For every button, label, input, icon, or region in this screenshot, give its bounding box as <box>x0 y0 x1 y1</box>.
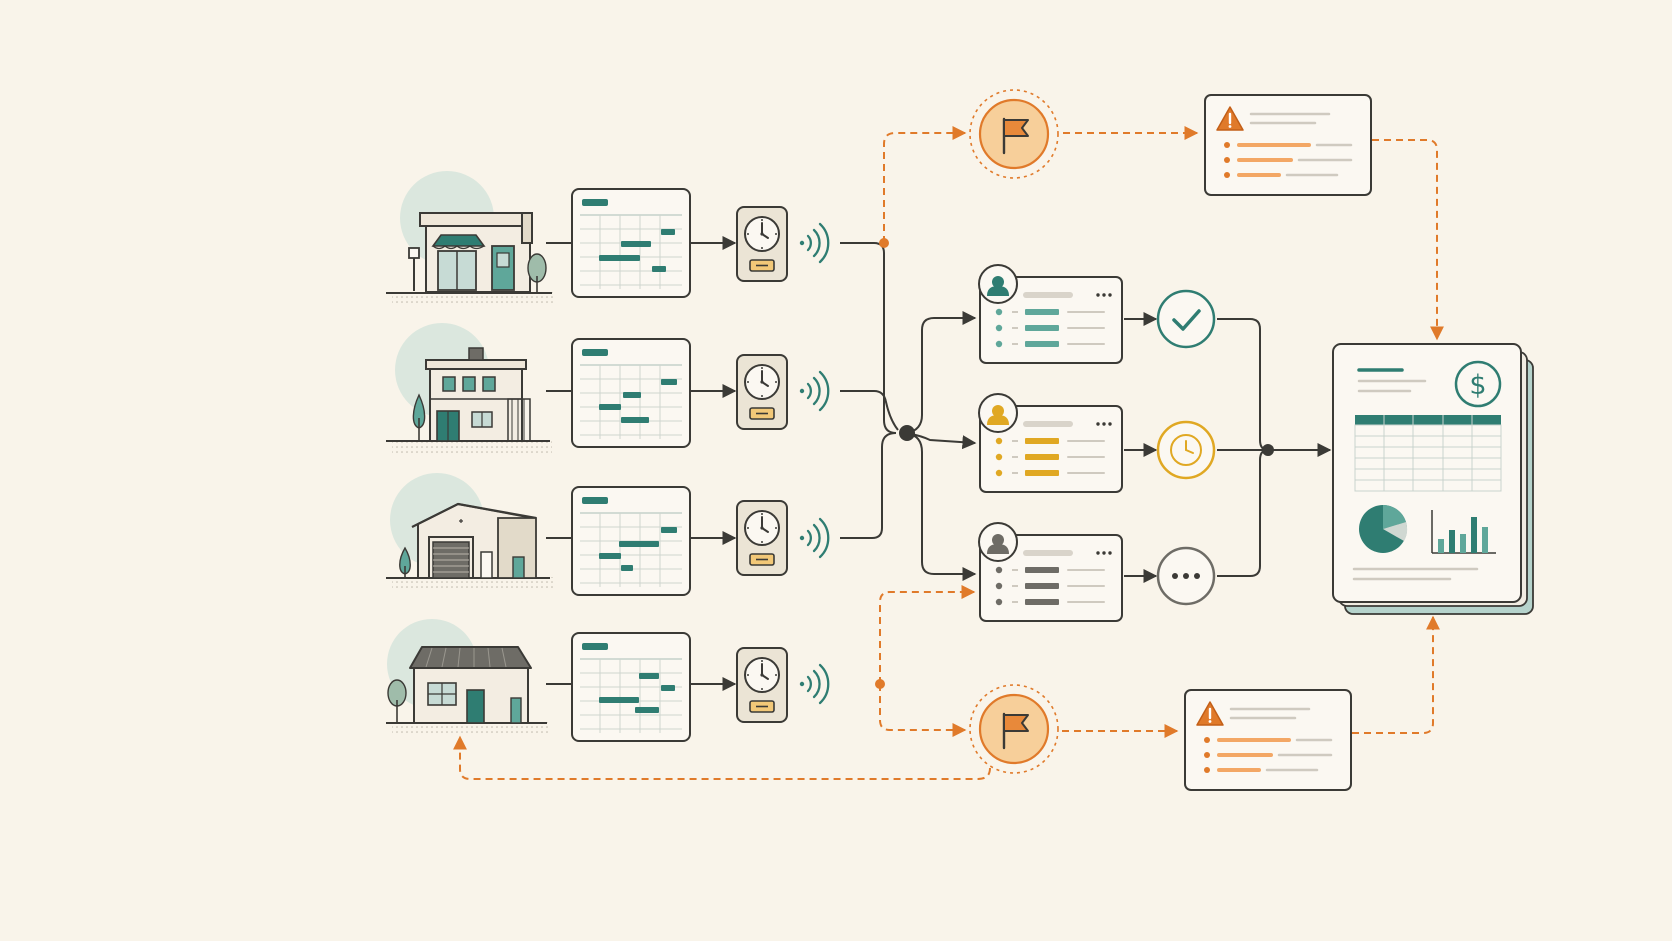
checkmark-icon <box>1156 289 1216 349</box>
ellipsis-icon <box>1156 546 1216 606</box>
time-clock-terminal-icon <box>736 647 788 723</box>
join-node <box>1262 444 1274 456</box>
flag-icon <box>968 88 1060 180</box>
currency-symbol: $ <box>1469 370 1486 401</box>
merge-node <box>899 425 915 441</box>
schedule-grid-icon <box>571 486 691 596</box>
payroll-report-icon: $ <box>1332 343 1534 615</box>
storefront-icon <box>386 171 554 306</box>
schedule-grid-icon <box>571 632 691 742</box>
dollar-icon: $ <box>1454 360 1502 408</box>
bar-chart-icon <box>1431 510 1496 554</box>
input-connectors <box>546 236 737 691</box>
alert-card <box>1183 688 1353 792</box>
time-clock-terminal-icon <box>736 354 788 430</box>
review-card-in-progress <box>978 522 1122 621</box>
time-clock-terminal-icon <box>736 500 788 576</box>
wireless-signal-icon <box>798 222 830 264</box>
branch-node <box>875 679 885 689</box>
avatar <box>978 264 1018 304</box>
avatar <box>978 393 1018 433</box>
avatar <box>978 522 1018 562</box>
wireless-signal-icon <box>798 663 830 705</box>
clock-icon <box>1156 420 1216 480</box>
review-card-approved <box>978 264 1122 363</box>
wireless-signal-icon <box>798 370 830 412</box>
branch-node <box>879 238 889 248</box>
wireless-signal-icon <box>798 517 830 559</box>
merge-connectors <box>840 242 1332 583</box>
warehouse-icon <box>386 473 554 591</box>
flag-icon <box>968 683 1060 775</box>
review-card-pending <box>978 393 1122 492</box>
exception-connectors <box>453 126 1444 780</box>
office-building-icon <box>386 323 552 454</box>
schedule-grid-icon <box>571 338 691 448</box>
pie-chart-icon <box>1359 504 1408 553</box>
time-clock-terminal-icon <box>736 206 788 282</box>
house-icon <box>386 619 550 736</box>
schedule-grid-icon <box>571 188 691 298</box>
alert-card <box>1203 93 1373 197</box>
